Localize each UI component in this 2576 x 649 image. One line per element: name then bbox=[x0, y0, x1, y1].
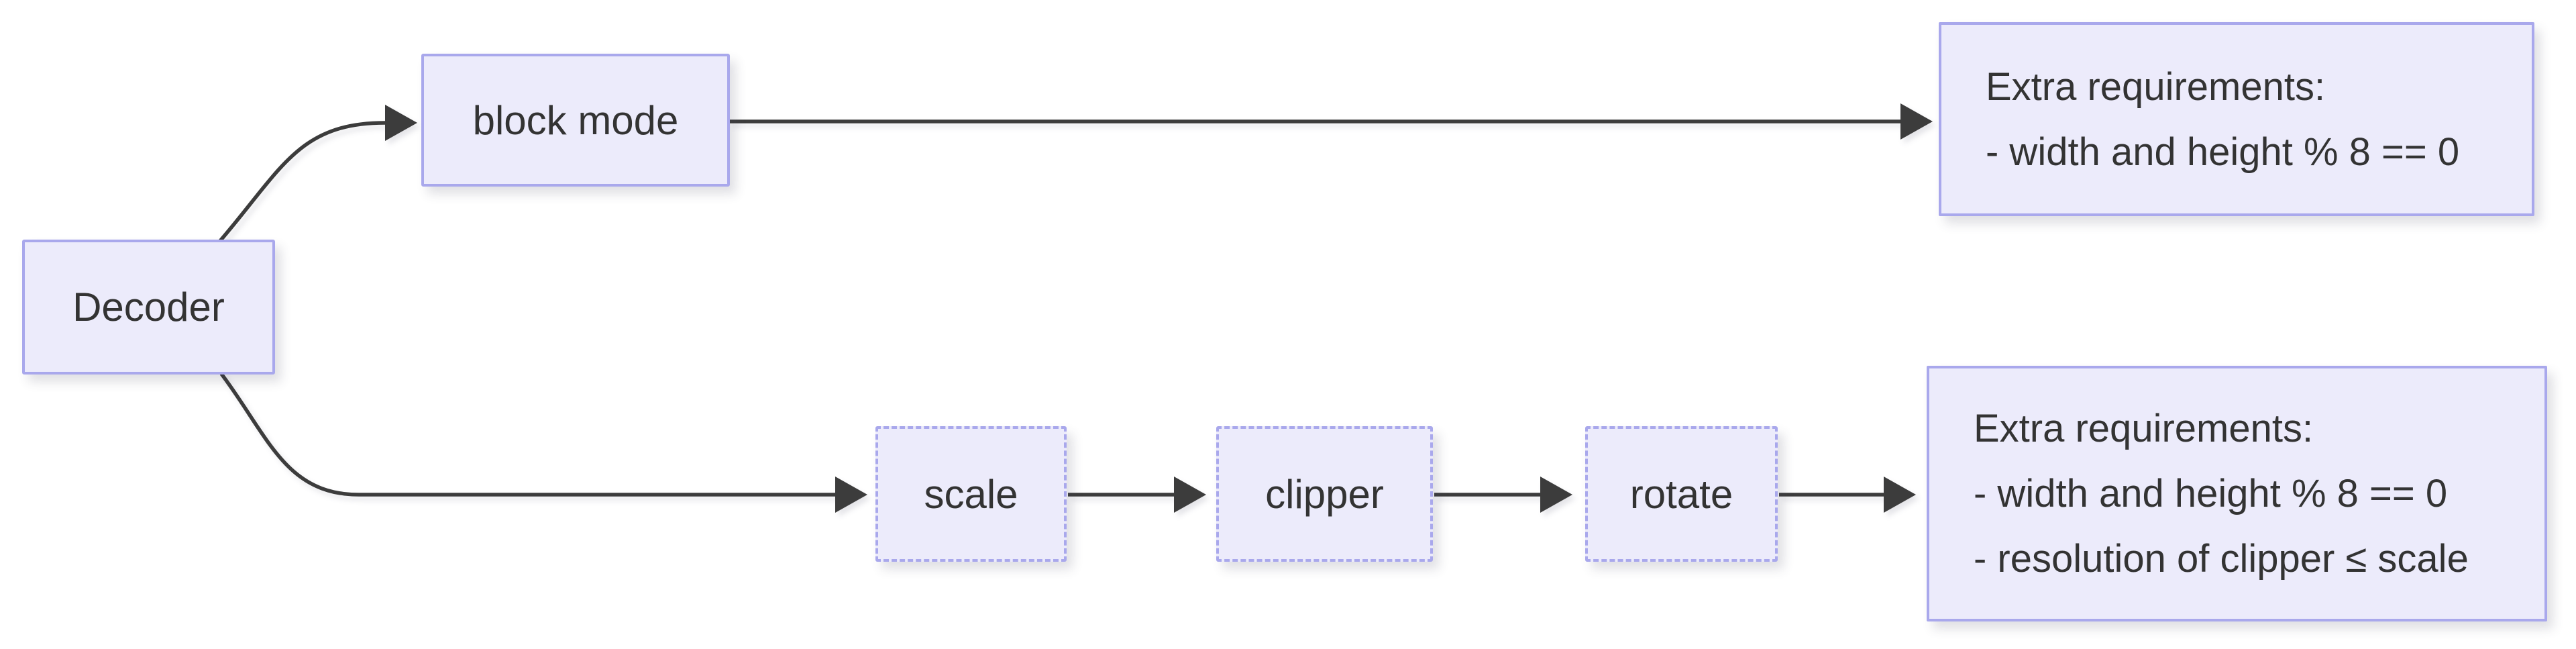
arrowhead-icon bbox=[1900, 103, 1933, 140]
node-clipper-label: clipper bbox=[1265, 471, 1384, 517]
note-requirement: - width and height % 8 == 0 bbox=[1986, 130, 2460, 174]
node-rotate-label: rotate bbox=[1629, 471, 1733, 517]
node-decoder-label: Decoder bbox=[72, 285, 225, 330]
node-rotate: rotate bbox=[1585, 426, 1778, 562]
node-scale: scale bbox=[875, 426, 1067, 562]
edge-block-mode-to-top-note bbox=[730, 103, 1933, 140]
note-title: Extra requirements: bbox=[1986, 64, 2326, 109]
node-block-mode: block mode bbox=[421, 54, 730, 187]
edge-scale-to-clipper bbox=[1068, 477, 1206, 513]
node-clipper: clipper bbox=[1216, 426, 1433, 562]
note-block-mode-requirements: Extra requirements: - width and height %… bbox=[1939, 22, 2534, 216]
node-block-mode-label: block mode bbox=[472, 97, 679, 143]
arrowhead-icon bbox=[1540, 477, 1572, 513]
note-requirement: - resolution of clipper ≤ scale bbox=[1974, 537, 2469, 581]
edge-clipper-to-rotate bbox=[1434, 477, 1572, 513]
note-title: Extra requirements: bbox=[1974, 407, 2314, 450]
node-decoder: Decoder bbox=[22, 240, 275, 375]
note-requirement: - width and height % 8 == 0 bbox=[1974, 472, 2448, 515]
note-filter-chain-requirements: Extra requirements: - width and height %… bbox=[1927, 366, 2547, 621]
arrowhead-icon bbox=[835, 477, 867, 513]
edge-decoder-to-scale bbox=[219, 372, 867, 513]
node-scale-label: scale bbox=[924, 471, 1018, 517]
arrowhead-icon bbox=[385, 105, 417, 141]
arrowhead-icon bbox=[1884, 477, 1916, 513]
edge-rotate-to-bottom-note bbox=[1779, 477, 1916, 513]
edge-decoder-to-block-mode bbox=[218, 105, 417, 242]
arrowhead-icon bbox=[1174, 477, 1206, 513]
